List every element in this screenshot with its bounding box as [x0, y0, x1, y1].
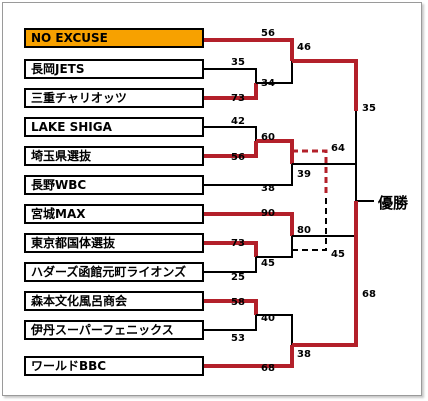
score-label: 68 [362, 289, 376, 300]
score-label: 45 [261, 258, 275, 269]
line-r1-tokyo [204, 241, 258, 257]
line-r1-hakodate [204, 257, 257, 273]
line-r2-miyagi [204, 212, 294, 236]
team-box: 東京都国体選抜 [24, 233, 204, 253]
score-label: 40 [261, 313, 275, 324]
line-r1-itami [204, 315, 257, 331]
score-label: 56 [231, 152, 245, 163]
score-label: 38 [261, 183, 275, 194]
score-label: 38 [297, 349, 311, 360]
line-sf-miyagi [292, 235, 357, 290]
score-label: 68 [261, 363, 275, 374]
score-label: 73 [231, 93, 245, 104]
team-box: 伊丹スーパーフェニックス [24, 320, 204, 340]
champion-label: 優勝 [378, 194, 409, 212]
line-r1-lake [204, 126, 257, 141]
line-r2-mie [256, 61, 293, 84]
line-r2-morimoto [256, 314, 293, 345]
score-label: 56 [261, 28, 275, 39]
line-r1-mie [204, 83, 258, 100]
line-r2-tokyo [256, 236, 293, 258]
line-r2-nagano [204, 164, 293, 186]
score-label: 60 [261, 132, 275, 143]
line-r2-noexcuse [204, 38, 294, 61]
line-third-bottom [292, 195, 327, 251]
bracket-frame [2, 2, 422, 396]
line-r1-saitama [204, 141, 258, 158]
score-label: 35 [231, 57, 245, 68]
line-r1-jets [204, 68, 257, 83]
score-label: 90 [261, 208, 275, 219]
line-sf-noexcuse [292, 59, 358, 111]
team-box: NO EXCUSE [24, 28, 204, 48]
line-final-top [355, 111, 374, 202]
line-third-top [292, 149, 328, 195]
score-label: 73 [231, 238, 245, 249]
score-label: 80 [297, 225, 311, 236]
line-r2-saitama [256, 139, 294, 164]
score-label: 35 [362, 103, 376, 114]
team-box: LAKE SHIGA [24, 117, 204, 137]
score-label: 64 [331, 143, 345, 154]
team-box: 宮城MAX [24, 204, 204, 224]
score-label: 39 [297, 169, 311, 180]
line-r2-world [204, 345, 294, 368]
team-box: ハダーズ函館元町ライオンズ [24, 262, 204, 282]
score-label: 45 [331, 249, 345, 260]
team-box: 長岡JETS [24, 59, 204, 79]
score-label: 34 [261, 78, 275, 89]
line-sf-world [292, 290, 358, 347]
score-label: 58 [231, 297, 245, 308]
line-r1-morimoto [204, 299, 258, 315]
line-sf-saitama [292, 111, 357, 165]
score-label: 25 [231, 272, 245, 283]
score-label: 46 [297, 42, 311, 53]
team-box: 三重チャリオッツ [24, 88, 204, 108]
team-box: 埼玉県選抜 [24, 146, 204, 166]
team-box: ワールドBBC [24, 356, 204, 376]
score-label: 42 [231, 116, 245, 127]
team-box: 長野WBC [24, 175, 204, 195]
team-box: 森本文化風呂商会 [24, 291, 204, 311]
score-label: 53 [231, 333, 245, 344]
